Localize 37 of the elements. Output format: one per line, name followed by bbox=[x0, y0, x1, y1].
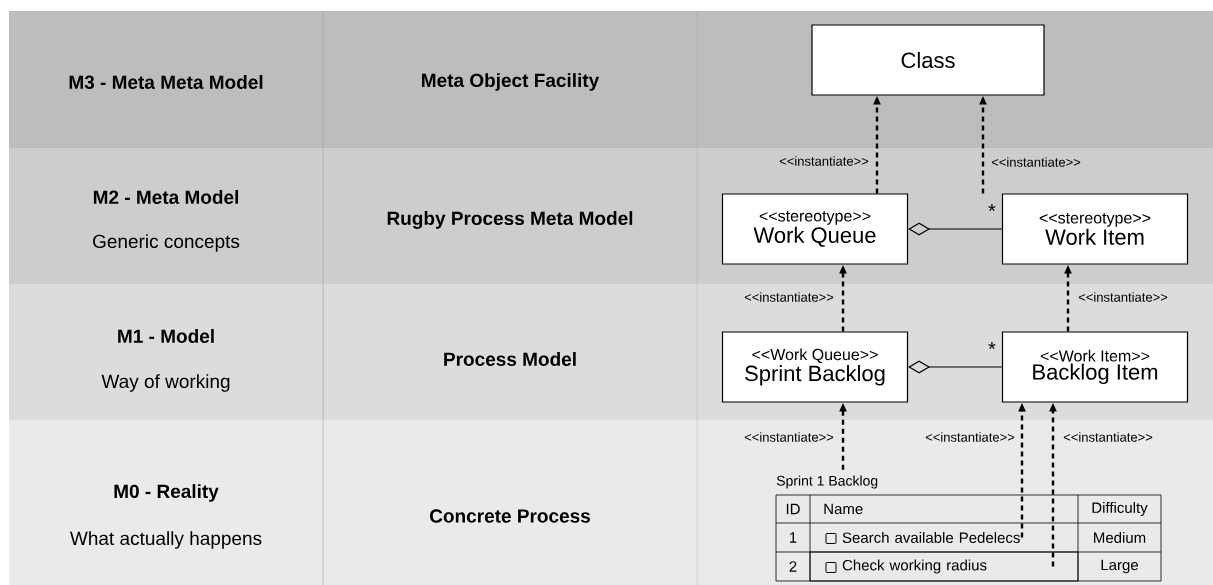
class-box: Class bbox=[811, 24, 1045, 96]
multiplicity-label: * bbox=[988, 204, 996, 212]
level-heading: M2 - Meta Model bbox=[93, 190, 238, 204]
level-description: Way of working bbox=[101, 374, 230, 392]
class-box: <<stereotype>> Work Queue bbox=[721, 193, 909, 265]
aggregation-line bbox=[908, 360, 1003, 374]
level-description: Generic concepts bbox=[93, 234, 240, 252]
table-text: Large bbox=[1101, 559, 1138, 574]
class-box: <<Work Item>> Backlog Item bbox=[1001, 331, 1189, 403]
edge-label: <<instantiate>> bbox=[744, 432, 834, 442]
edge-label: <<instantiate>> bbox=[1063, 432, 1153, 442]
column-header: Name bbox=[824, 503, 863, 515]
level-heading: Rugby Process Meta Model bbox=[387, 211, 633, 229]
multiplicity-label: * bbox=[988, 342, 996, 350]
level-heading: Meta Object Facility bbox=[422, 73, 600, 91]
level-heading: M1 - Model bbox=[118, 329, 214, 343]
table-title: Sprint 1 Backlog bbox=[776, 475, 878, 489]
column-header: Difficulty bbox=[1092, 502, 1148, 516]
task-text: Search available Pedelecs bbox=[842, 532, 1020, 543]
class-box: <<Work Queue>> Sprint Backlog bbox=[721, 331, 909, 403]
level-heading: Process Model bbox=[444, 352, 576, 366]
table-text: 2 bbox=[789, 561, 797, 572]
edge-label: <<instantiate>> bbox=[779, 156, 869, 166]
level-heading: M3 - Meta Meta Model bbox=[69, 75, 263, 89]
level-description: What actually happens bbox=[70, 531, 262, 549]
table-cell: Check working radius bbox=[809, 551, 1079, 582]
level-heading: Concrete Process bbox=[430, 509, 590, 523]
edge-label: <<instantiate>> bbox=[744, 292, 834, 302]
class-box: <<stereotype>> Work Item bbox=[1001, 193, 1189, 265]
edge-label: <<instantiate>> bbox=[1078, 292, 1168, 302]
edge-label: <<instantiate>> bbox=[991, 157, 1081, 167]
aggregation-line bbox=[908, 222, 1003, 236]
table-text: Medium bbox=[1094, 532, 1146, 543]
column-header: ID bbox=[786, 503, 800, 515]
edge-label: <<instantiate>> bbox=[925, 432, 1015, 442]
table-text: 1 bbox=[790, 532, 797, 543]
level-heading: M0 - Reality bbox=[114, 484, 219, 502]
